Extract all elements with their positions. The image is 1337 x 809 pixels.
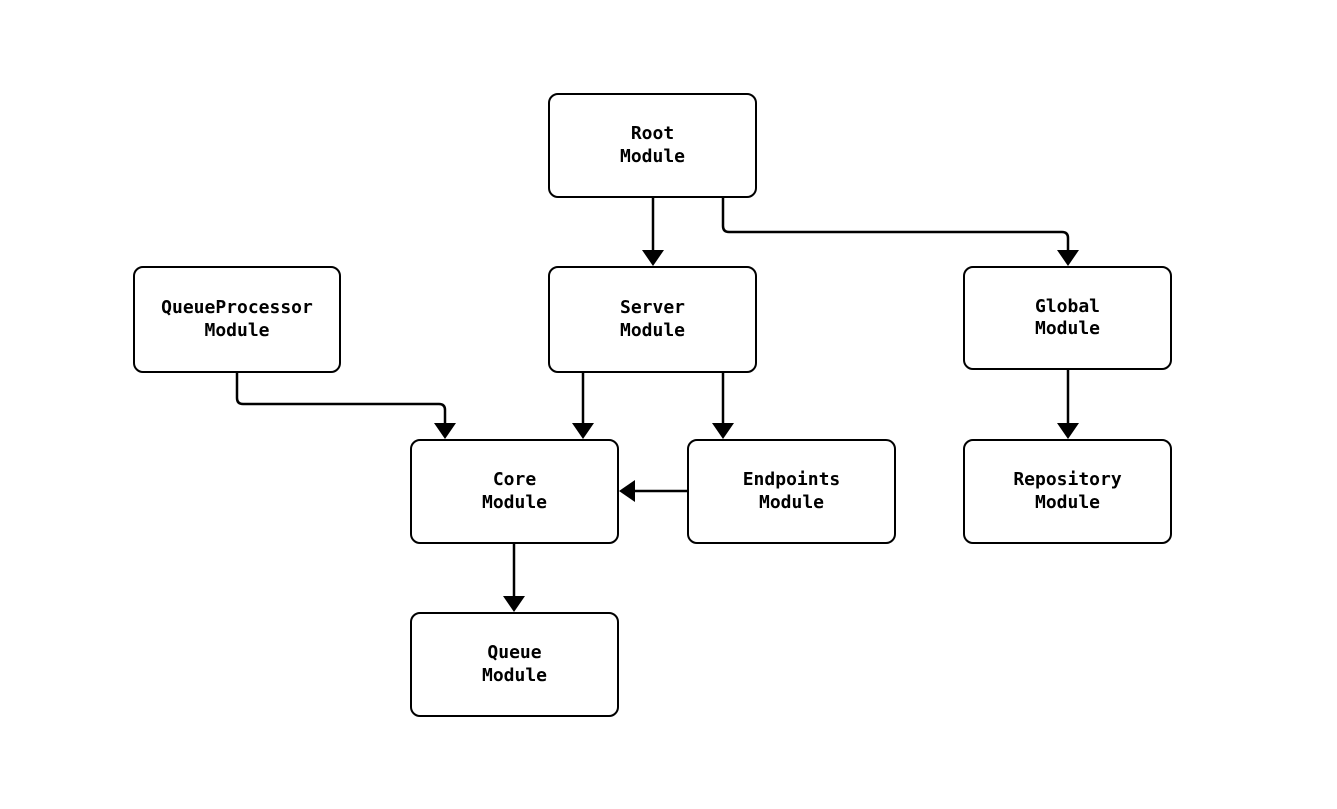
node-queue-module: Queue Module <box>410 612 619 717</box>
node-endpoints-module: Endpoints Module <box>687 439 896 544</box>
edge-server-core <box>572 373 594 439</box>
node-label-line2: Module <box>1034 491 1101 513</box>
node-label-line1: Endpoints <box>742 469 841 490</box>
node-server-module: Server Module <box>548 266 757 373</box>
edge-queueprocessor-core <box>235 373 456 439</box>
edge-core-queue <box>503 544 525 612</box>
node-label-line2: Module <box>758 491 825 513</box>
node-label-line1: Root <box>630 123 675 144</box>
node-global-module: Global Module <box>963 266 1172 370</box>
edge-root-global <box>721 198 1079 266</box>
node-label-line2: Module <box>1034 318 1101 339</box>
node-label-line1: Queue <box>487 642 542 663</box>
node-queueprocessor-module: QueueProcessor Module <box>133 266 341 373</box>
node-label-line1: Server <box>619 297 686 318</box>
node-label-line2: Module <box>619 319 686 341</box>
node-label-line2: Module <box>481 491 548 513</box>
node-repository-module: Repository Module <box>963 439 1172 544</box>
node-core-module: Core Module <box>410 439 619 544</box>
edge-server-endpoints <box>712 373 734 439</box>
node-label-line1: Global <box>1034 295 1101 317</box>
node-label-line1: Repository <box>1013 469 1122 490</box>
node-label-line2: Module <box>619 145 686 167</box>
node-label-line1: Core <box>492 469 537 490</box>
edge-root-server <box>642 198 664 266</box>
node-root-module: Root Module <box>548 93 757 198</box>
edge-endpoints-core <box>619 480 687 502</box>
edge-global-repository <box>1057 370 1079 439</box>
node-label-line2: Module <box>481 664 548 686</box>
node-label-line1: QueueProcessor <box>161 297 313 318</box>
node-label-line2: Module <box>204 319 270 341</box>
